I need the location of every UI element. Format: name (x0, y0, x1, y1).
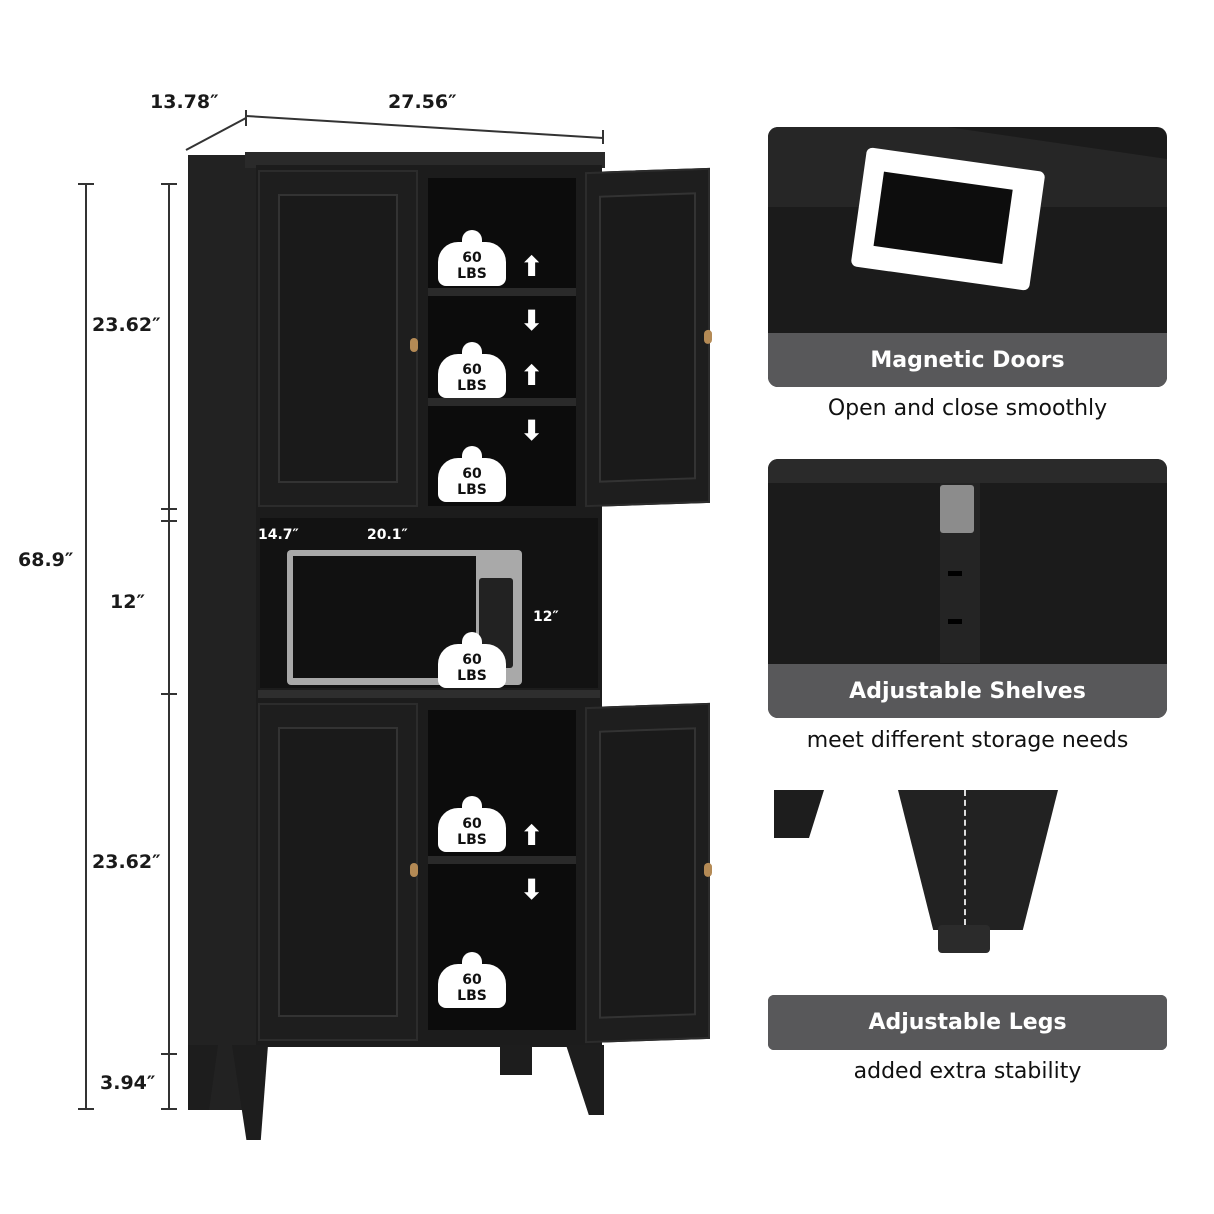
tick (161, 508, 177, 510)
width-label: 27.56″ (388, 91, 457, 113)
feature-magnetic-doors: Magnetic Doors (768, 127, 1167, 387)
arrow-up-icon: ⬆ (520, 250, 544, 283)
lower-section-label: 23.62″ (92, 851, 161, 873)
large-leg-image (898, 790, 1058, 930)
top-dimension-lines (185, 110, 604, 151)
leg (500, 1045, 532, 1075)
magnetic-latch-image (850, 147, 1046, 291)
cabinet-top (245, 152, 605, 168)
middle-section-label: 12″ (110, 591, 145, 613)
arrow-up-icon: ⬆ (520, 819, 544, 852)
microwave-height-label: 12″ (533, 609, 559, 625)
shelf (428, 398, 576, 406)
total-height-line (85, 183, 87, 1109)
tick (78, 1108, 94, 1110)
depth-label: 13.78″ (150, 91, 219, 113)
total-height-label: 68.9″ (18, 549, 74, 571)
tick (161, 1053, 177, 1055)
arrow-down-icon: ⬇ (520, 414, 544, 447)
feature-adjustable-legs: Adjustable Legs (768, 995, 1167, 1050)
tick (78, 183, 94, 185)
feature-subtitle: meet different storage needs (806, 728, 1129, 753)
tick (161, 183, 177, 185)
shelf (428, 288, 576, 296)
feature-adjustable-shelves: Adjustable Shelves (768, 459, 1167, 718)
upper-section-label: 23.62″ (92, 314, 161, 336)
arrow-down-icon: ⬇ (520, 873, 544, 906)
microwave-depth-label: 14.7″ (258, 527, 299, 543)
upper-interior (428, 178, 576, 506)
section-height-line (168, 183, 170, 1109)
feature-title: Adjustable Legs (768, 995, 1167, 1050)
leveling-foot-icon (938, 925, 990, 953)
feature-title: Magnetic Doors (768, 333, 1167, 387)
upper-right-door[interactable] (585, 167, 712, 508)
feature-subtitle: added extra stability (853, 1059, 1082, 1084)
door-knob (410, 338, 418, 352)
leg-height-label: 3.94″ (100, 1072, 156, 1094)
lower-right-door[interactable] (585, 702, 712, 1044)
tick (161, 693, 177, 695)
feature-subtitle: Open and close smoothly (827, 396, 1108, 421)
microwave-width-label: 20.1″ (367, 527, 408, 543)
shelf-clip-icon (940, 485, 974, 533)
leg (566, 1045, 604, 1115)
arrow-up-icon: ⬆ (520, 359, 544, 392)
upper-left-door[interactable] (258, 170, 418, 507)
tick (161, 1108, 177, 1110)
door-knob (704, 329, 712, 345)
tick (161, 520, 177, 522)
door-knob (410, 863, 418, 877)
feature-title: Adjustable Shelves (768, 664, 1167, 718)
door-knob (704, 862, 712, 878)
cabinet-side (188, 155, 260, 1110)
shelf (428, 856, 576, 864)
lower-left-door[interactable] (258, 703, 418, 1041)
shelf (258, 690, 600, 698)
small-leg-image (774, 790, 824, 838)
arrow-down-icon: ⬇ (520, 304, 544, 337)
